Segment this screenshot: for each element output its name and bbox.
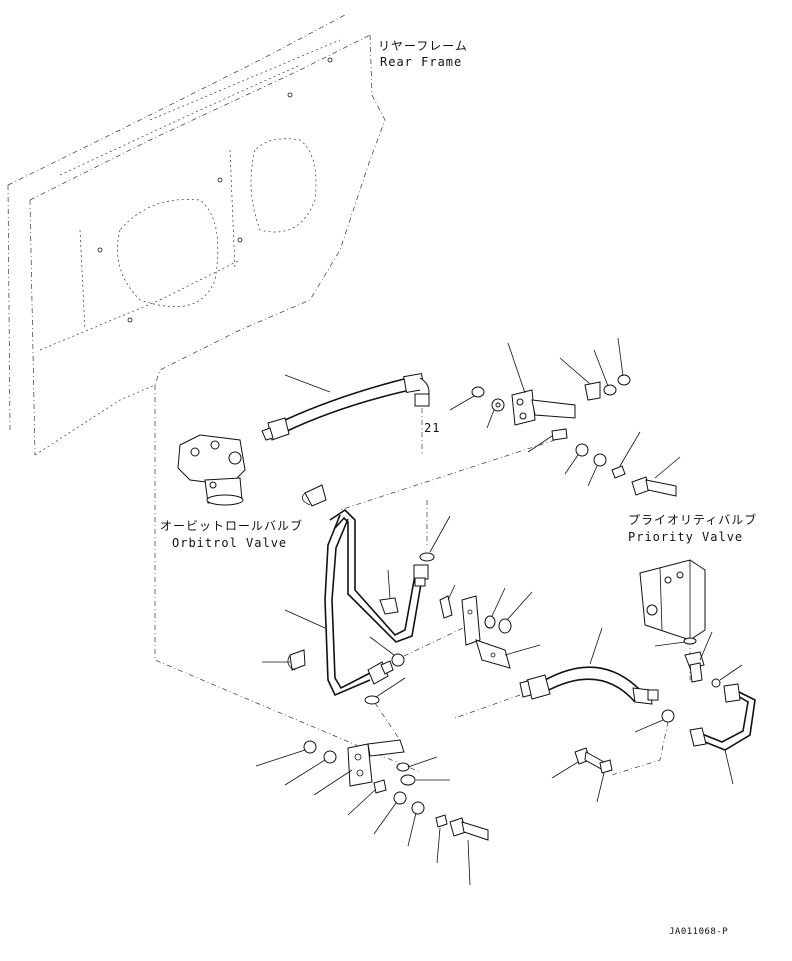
lower-bracket: [347, 739, 405, 787]
orbitrol-label-en: Orbitrol Valve: [172, 536, 287, 550]
callout-number-21: 21: [424, 421, 440, 435]
priority-label-en: Priority Valve: [628, 530, 743, 544]
upper-bracket: [511, 389, 576, 426]
steel-tube-right: [689, 683, 756, 751]
priority-label-jp: プライオリティバルブ: [628, 512, 757, 527]
mount-plate-center: [461, 595, 511, 669]
lower-hose: [519, 666, 659, 705]
rear-frame-label-en: Rear Frame: [380, 55, 462, 69]
orbitrol-label-jp: オービットロールバルブ: [160, 518, 303, 533]
orbitrol-valve: [177, 434, 246, 506]
rear-frame-label-jp: リヤーフレーム: [378, 39, 468, 53]
rear-frame: [7, 14, 386, 456]
steel-tube-center: [324, 508, 429, 697]
upper-hose: [261, 372, 430, 441]
priority-valve: [639, 559, 706, 641]
drawing-id: JA011068-P: [669, 927, 728, 937]
